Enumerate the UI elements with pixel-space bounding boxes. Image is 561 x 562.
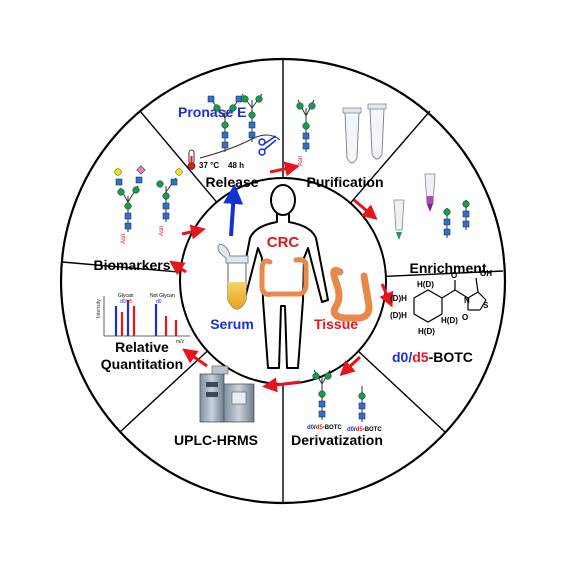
derivatization-to-uplc-arrow bbox=[262, 377, 301, 393]
time-label: 48 h bbox=[228, 161, 244, 170]
scissors-icon bbox=[258, 135, 277, 156]
botc-molecule bbox=[413, 277, 487, 323]
biomarkers-label: Biomarkers bbox=[93, 257, 170, 273]
svg-text:O: O bbox=[451, 271, 457, 280]
uplc-to-quantitation-arrow bbox=[182, 348, 208, 368]
tissue-colon-icon bbox=[330, 266, 373, 322]
enrichment-label: Enrichment bbox=[409, 260, 486, 276]
relative-label: Relative bbox=[115, 339, 169, 355]
human-body-icon bbox=[237, 184, 329, 369]
biomarkers-to-center-arrow bbox=[181, 224, 206, 240]
svg-text:H(D): H(D) bbox=[417, 280, 434, 289]
derivatization-label: Derivatization bbox=[291, 432, 383, 448]
enrichment-column-icon bbox=[393, 173, 436, 240]
deriv-botc-label-1: d0/d5-BOTC bbox=[307, 425, 342, 431]
release-glycans bbox=[207, 93, 263, 152]
enrichment-glycans bbox=[443, 200, 470, 238]
botc-label: d0/d5-BOTC bbox=[392, 349, 473, 365]
uplc-label: UPLC-HRMS bbox=[174, 432, 258, 448]
spectrum-not-glycan-sub: d0 bbox=[156, 299, 162, 305]
protein-chain bbox=[199, 134, 281, 159]
pronase-label: Pronase E bbox=[178, 104, 246, 120]
spectrum-glycan-sub: d0/d5 bbox=[120, 299, 133, 305]
spectrum-ylabel: Intensity bbox=[96, 299, 102, 318]
derivatization-glycans bbox=[312, 369, 366, 422]
spectrum-not-glycan: Not Glycan bbox=[150, 293, 175, 299]
release-label: Release bbox=[206, 174, 259, 190]
svg-text:S: S bbox=[483, 301, 489, 310]
enrichment-to-botc-arrow bbox=[379, 283, 394, 308]
svg-text:O: O bbox=[462, 313, 468, 322]
serum-label: Serum bbox=[210, 316, 254, 332]
temp-label: 37 °C bbox=[199, 161, 219, 170]
release-to-purification-arrow bbox=[269, 161, 300, 177]
svg-text:H(D): H(D) bbox=[418, 327, 435, 336]
quantitation-to-biomarkers-arrow bbox=[169, 260, 187, 276]
purification-tubes-icon bbox=[342, 103, 387, 164]
svg-text:OH: OH bbox=[480, 269, 492, 278]
purification-to-enrichment-arrow bbox=[353, 198, 378, 220]
deriv-botc-label-2: d0/d5-BOTC bbox=[347, 427, 382, 433]
botc-to-derivatization-arrow bbox=[339, 355, 362, 377]
serum-tube-icon bbox=[217, 243, 249, 310]
svg-text:(D)H: (D)H bbox=[390, 294, 407, 303]
inner-circle bbox=[179, 177, 387, 385]
tissue-label: Tissue bbox=[314, 316, 358, 332]
serum-to-release-arrow bbox=[223, 184, 244, 237]
thermometer-icon bbox=[187, 149, 196, 170]
biomarker-glycans: Asn Asn bbox=[114, 165, 183, 244]
svg-text:N: N bbox=[464, 296, 470, 305]
svg-text:Asn: Asn bbox=[121, 234, 127, 244]
crc-label: CRC bbox=[267, 234, 300, 251]
mass-spectrum-chart bbox=[103, 296, 190, 337]
svg-text:H(D): H(D) bbox=[441, 316, 458, 325]
svg-text:Asn: Asn bbox=[298, 156, 304, 166]
quantitation-label: Quantitation bbox=[101, 356, 183, 372]
spectrum-glycan: Glycan bbox=[118, 293, 134, 299]
botc-atoms: OH O N S O H(D) (D)H (D)H H(D) H(D) bbox=[390, 269, 492, 336]
purification-label: Purification bbox=[306, 174, 383, 190]
spectrum-xlabel: m/z bbox=[176, 339, 185, 345]
purification-glycan: Asn bbox=[296, 99, 316, 166]
uplc-instrument-icon bbox=[199, 365, 255, 423]
intestine-icon bbox=[259, 257, 309, 297]
svg-text:Asn: Asn bbox=[159, 226, 165, 236]
svg-text:(D)H: (D)H bbox=[390, 311, 407, 320]
